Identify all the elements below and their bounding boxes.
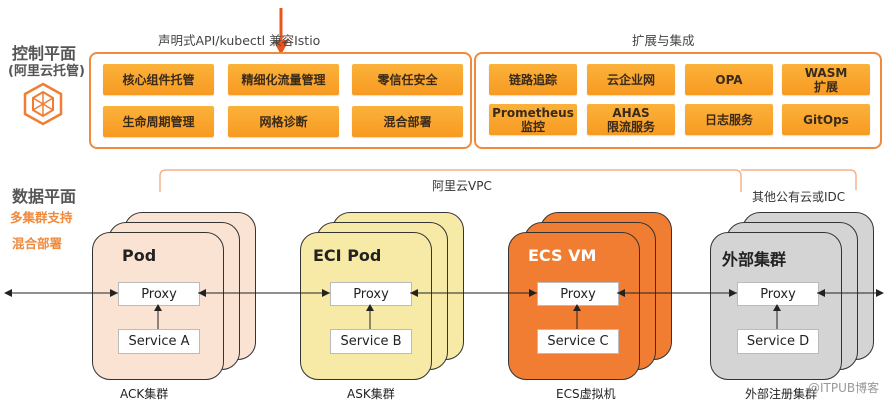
arrow-ext-service-to-proxy [773,304,781,311]
control-plane-title: 控制平面 [12,44,77,63]
cluster-ecs-service: Service C [537,329,619,354]
data-plane-hybrid: 混合部署 [12,236,63,251]
arrow-out-ecs-right [617,289,625,297]
vpc-label: 阿里云VPC [432,179,492,193]
cluster-ecs-card [508,232,640,380]
arrow-into-ecs-left [529,289,537,297]
cluster-ack-service: Service A [118,329,200,354]
cluster-external-service: Service D [737,329,819,354]
chip-opa: OPA [685,64,773,95]
chip-lifecycle-management: 生命周期管理 [103,106,214,137]
data-plane-multicluster: 多集群支持 [10,210,73,225]
watermark-text: @ITPUB博客 [808,381,880,395]
arrow-into-ext-left [729,289,737,297]
cluster-ask-service: Service B [330,329,412,354]
cluster-ack-title: Pod [122,246,157,265]
chip-hybrid-deployment: 混合部署 [352,106,463,137]
cluster-ecs-caption: ECS虚拟机 [556,387,616,401]
cluster-external-title: 外部集群 [722,250,787,269]
chip-core-component-hosting: 核心组件托管 [103,64,214,95]
arrow-out-ext-right [817,289,825,297]
control-plane-header-left: 声明式API/kubectl 兼容Istio [158,33,321,48]
chip-traffic-management: 精细化流量管理 [228,64,339,95]
vpc-brace [159,169,742,192]
cluster-ask-proxy: Proxy [330,282,412,306]
cluster-ack-proxy: Proxy [118,282,200,306]
cluster-ecs-proxy: Proxy [537,282,619,306]
chip-prometheus: Prometheus 监控 [489,104,577,135]
chip-wasm: WASM 扩展 [782,64,870,95]
chip-gitops: GitOps [782,104,870,135]
chip-mesh-diagnosis: 网格诊断 [228,106,339,137]
arrow-ack-service-to-proxy [154,304,162,311]
chip-zero-trust-security: 零信任安全 [352,64,463,95]
cluster-ask-caption: ASK集群 [347,387,395,401]
cluster-ask-title: ECI Pod [313,246,382,265]
control-plane-subtitle: (阿里云托管) [8,64,85,79]
api-arrow-head [273,40,289,55]
arrow-out-ask-right [410,289,418,297]
chip-tracing: 链路追踪 [489,64,577,95]
arrow-into-ack-left [110,289,118,297]
data-plane-title: 数据平面 [12,187,77,206]
istio-logo-icon [22,82,64,126]
idc-brace [741,169,857,190]
cluster-ack-caption: ACK集群 [120,387,169,401]
chip-cloud-enterprise-network: 云企业网 [587,64,675,95]
arrow-ecs-service-to-proxy [573,304,581,311]
other-cloud-label: 其他公有云或IDC [752,190,846,204]
cluster-external-proxy: Proxy [737,282,819,306]
chip-log-service: 日志服务 [685,104,773,135]
cluster-ask-card [300,232,432,380]
control-plane-header-right: 扩展与集成 [632,33,695,48]
arrow-out-ack-right [198,289,206,297]
arrow-into-ask-left [322,289,330,297]
cluster-external-caption: 外部注册集群 [745,387,818,401]
cluster-ecs-title: ECS VM [528,246,597,265]
arrow-ask-service-to-proxy [366,304,374,311]
chip-ahas: AHAS 限流服务 [587,104,675,135]
